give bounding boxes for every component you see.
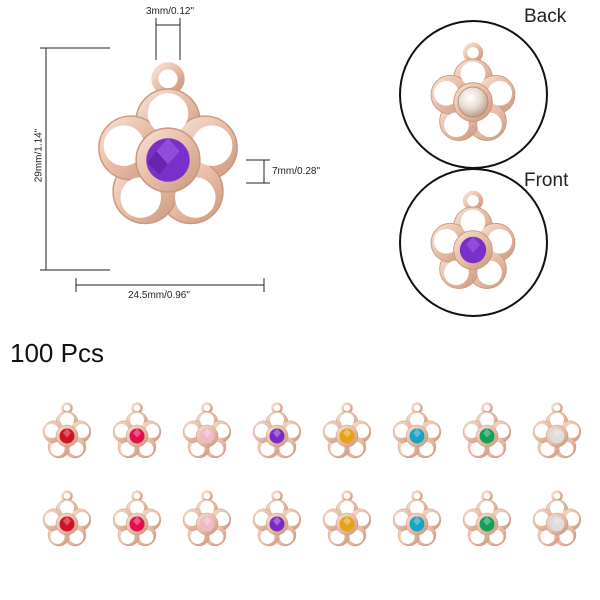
- variant-pendant-crystal: [525, 482, 589, 554]
- variant-pendant-crystal: [525, 394, 589, 466]
- stone-light-rose-icon: [199, 428, 215, 444]
- stone-amethyst-icon: [269, 516, 285, 532]
- variant-pendant-aquamarine: [385, 482, 449, 554]
- front-view-circle: [399, 168, 548, 317]
- stone-emerald-icon: [479, 516, 495, 532]
- height-label: 29mm/1.14": [33, 128, 45, 183]
- loop-width-label: 3mm/0.12": [146, 6, 195, 17]
- stone-aquamarine-icon: [409, 428, 425, 444]
- variant-pendant-topaz: [315, 482, 379, 554]
- stone-emerald-icon: [479, 428, 495, 444]
- stone-aquamarine-icon: [409, 516, 425, 532]
- variant-pendant-light-rose: [175, 394, 239, 466]
- stone-rose-icon: [129, 428, 145, 444]
- stone-amethyst-icon: [269, 428, 285, 444]
- stone-diameter-label: 7mm/0.28": [272, 166, 321, 177]
- variant-pendant-rose: [105, 482, 169, 554]
- width-label: 24.5mm/0.96": [128, 290, 190, 301]
- main-pendant-illustration: [60, 20, 300, 300]
- dimension-lines: [40, 18, 270, 292]
- variant-grid: [0, 380, 600, 590]
- stone-crystal-icon: [549, 516, 565, 532]
- variant-pendant-red: [35, 394, 99, 466]
- stone-rose-icon: [129, 516, 145, 532]
- variant-pendant-emerald: [455, 394, 519, 466]
- back-label: Back: [524, 6, 567, 27]
- variant-pendant-aquamarine: [385, 394, 449, 466]
- stone-red-icon: [59, 428, 75, 444]
- front-label: Front: [524, 170, 569, 191]
- quantity-label: 100 Pcs: [10, 338, 104, 368]
- variant-pendant-emerald: [455, 482, 519, 554]
- stone-red-icon: [59, 516, 75, 532]
- stone-crystal-icon: [549, 428, 565, 444]
- variant-pendant-topaz: [315, 394, 379, 466]
- back-view-circle: [399, 20, 548, 169]
- variant-pendant-red: [35, 482, 99, 554]
- stone-topaz-icon: [339, 428, 355, 444]
- stone-topaz-icon: [339, 516, 355, 532]
- variant-pendant-amethyst: [245, 482, 309, 554]
- variant-pendant-light-rose: [175, 482, 239, 554]
- variant-pendant-amethyst: [245, 394, 309, 466]
- variant-pendant-rose: [105, 394, 169, 466]
- stone-light-rose-icon: [199, 516, 215, 532]
